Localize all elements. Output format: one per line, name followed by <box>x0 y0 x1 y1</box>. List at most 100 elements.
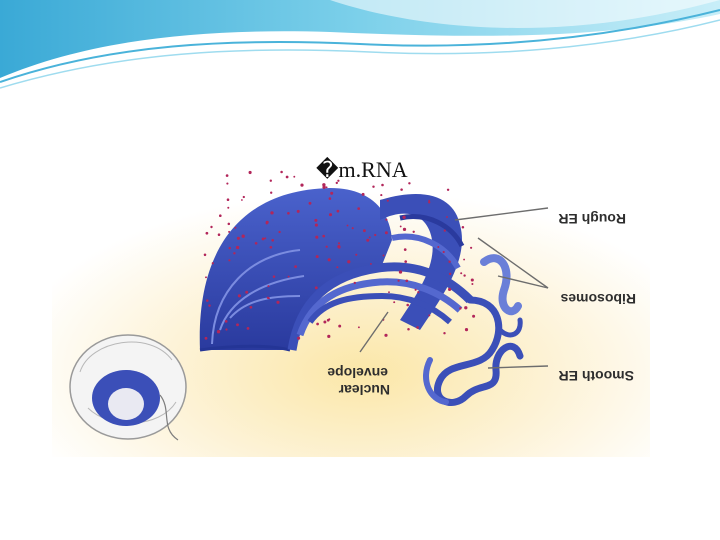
ribosome-dot <box>437 246 440 248</box>
ribosome-dot <box>224 320 228 323</box>
ribosome-dot <box>245 290 249 294</box>
ribosome-dot <box>384 231 388 235</box>
ribosome-dot <box>404 260 408 263</box>
ribosome-dot <box>325 186 328 189</box>
ribosome-dot <box>336 266 339 269</box>
ribosome-dot <box>388 291 390 294</box>
ribosome-dot <box>300 183 304 187</box>
ribosome-dot <box>428 201 431 204</box>
ribosome-dot <box>460 272 463 275</box>
ribosome-dot <box>237 294 241 298</box>
ribosome-dot <box>461 225 465 229</box>
ribosome-dot <box>328 318 331 321</box>
ribosome-dot <box>270 211 274 215</box>
ribosome-dot <box>346 224 349 227</box>
ribosome-dot <box>428 199 431 202</box>
ribosome-dot <box>322 234 326 238</box>
ribosome-dot <box>246 327 250 330</box>
ribosome-dot <box>470 278 474 282</box>
ribosome-dot <box>372 185 375 188</box>
ribosome-dot <box>327 334 331 339</box>
ribosome-dot <box>226 182 229 185</box>
ribosome-dot <box>463 258 466 261</box>
ribosome-dot <box>271 238 275 242</box>
ribosome-dot <box>408 182 411 185</box>
ribosome-dot <box>385 218 388 221</box>
ribosome-dot <box>314 218 318 222</box>
ribosome-dot <box>242 195 245 199</box>
ribosome-dot <box>368 236 371 239</box>
ribosome-dot <box>254 241 258 245</box>
ribosome-dot <box>287 211 290 215</box>
ribosome-dot <box>278 230 281 234</box>
ribosome-dot <box>384 333 388 337</box>
ribosome-dot <box>308 201 312 205</box>
ribosome-dot <box>216 330 221 334</box>
ribosome-dot <box>442 250 445 254</box>
label-nuclear-envelope-line2: envelope <box>327 365 388 381</box>
ribosome-dot <box>464 306 468 310</box>
ribosome-dot <box>361 192 365 196</box>
ribosome-dot <box>416 326 419 329</box>
ribosome-dot <box>443 229 446 232</box>
ribosome-dot <box>328 197 332 200</box>
ribosome-dot <box>369 262 372 265</box>
nucleus-section <box>199 188 392 352</box>
ribosome-dot <box>393 301 396 304</box>
ribosome-dot <box>205 231 209 235</box>
ribosome-dot <box>296 209 300 213</box>
ribosome-dot <box>276 300 280 304</box>
ribosome-dot <box>208 304 211 307</box>
ribosome-dot <box>272 275 276 278</box>
ribosome-dot <box>406 303 410 307</box>
ribosome-dot <box>236 236 240 240</box>
ribosome-dot <box>226 198 230 201</box>
ribosome-dot <box>322 183 326 187</box>
ribosome-dot <box>335 181 338 185</box>
ribosome-dot <box>219 214 222 217</box>
ribosome-dot <box>266 296 270 299</box>
ribosome-dot <box>328 213 333 217</box>
ribosome-dot <box>327 258 331 262</box>
ribosome-dot <box>400 188 403 191</box>
ribosome-dot <box>269 245 273 249</box>
rough-er-stacks <box>287 194 474 351</box>
label-smooth-er: Smooth ER <box>559 368 634 384</box>
ribosome-dot <box>403 248 407 251</box>
ribosome-dot <box>382 254 385 257</box>
ribosome-dot <box>210 225 213 229</box>
ribosome-dot <box>446 216 448 218</box>
ribosome-dot <box>347 260 351 264</box>
ribosome-dot <box>293 175 296 178</box>
ribosome-dot <box>463 274 466 277</box>
ribosome-dot <box>217 233 221 236</box>
ribosome-dot <box>386 199 389 202</box>
slide-title: �m.RNA <box>316 157 408 182</box>
cell-inset <box>69 334 187 441</box>
ribosome-dot <box>338 324 342 328</box>
header-wave-decoration <box>0 0 720 89</box>
ribosome-dot <box>265 222 269 225</box>
ribosome-dot <box>448 260 451 264</box>
er-diagram: Rough ER Ribosomes Smooth ER Nuclear env… <box>52 155 650 457</box>
ribosome-dot <box>225 174 229 177</box>
ribosome-dot <box>353 281 357 285</box>
ribosome-dot <box>381 183 384 187</box>
ribosome-dot <box>405 279 409 283</box>
ribosome-dot <box>459 307 462 310</box>
ribosome-dot <box>323 320 327 324</box>
ribosome-dot <box>417 291 420 294</box>
ribosome-dot <box>235 245 240 250</box>
ribosome-dot <box>270 191 273 194</box>
ribosome-dot <box>398 270 403 274</box>
ribosome-dot <box>374 233 377 237</box>
ribosome-dot <box>351 227 354 230</box>
ribosome-dot <box>205 276 207 279</box>
ribosome-dot <box>470 246 473 249</box>
ribosome-dot <box>234 226 237 229</box>
ribosome-dot <box>357 326 360 329</box>
ribosome-dot <box>236 323 239 327</box>
leader-lines <box>359 207 549 369</box>
ribosome-dot <box>316 322 319 326</box>
ribosome-dot <box>269 179 272 182</box>
